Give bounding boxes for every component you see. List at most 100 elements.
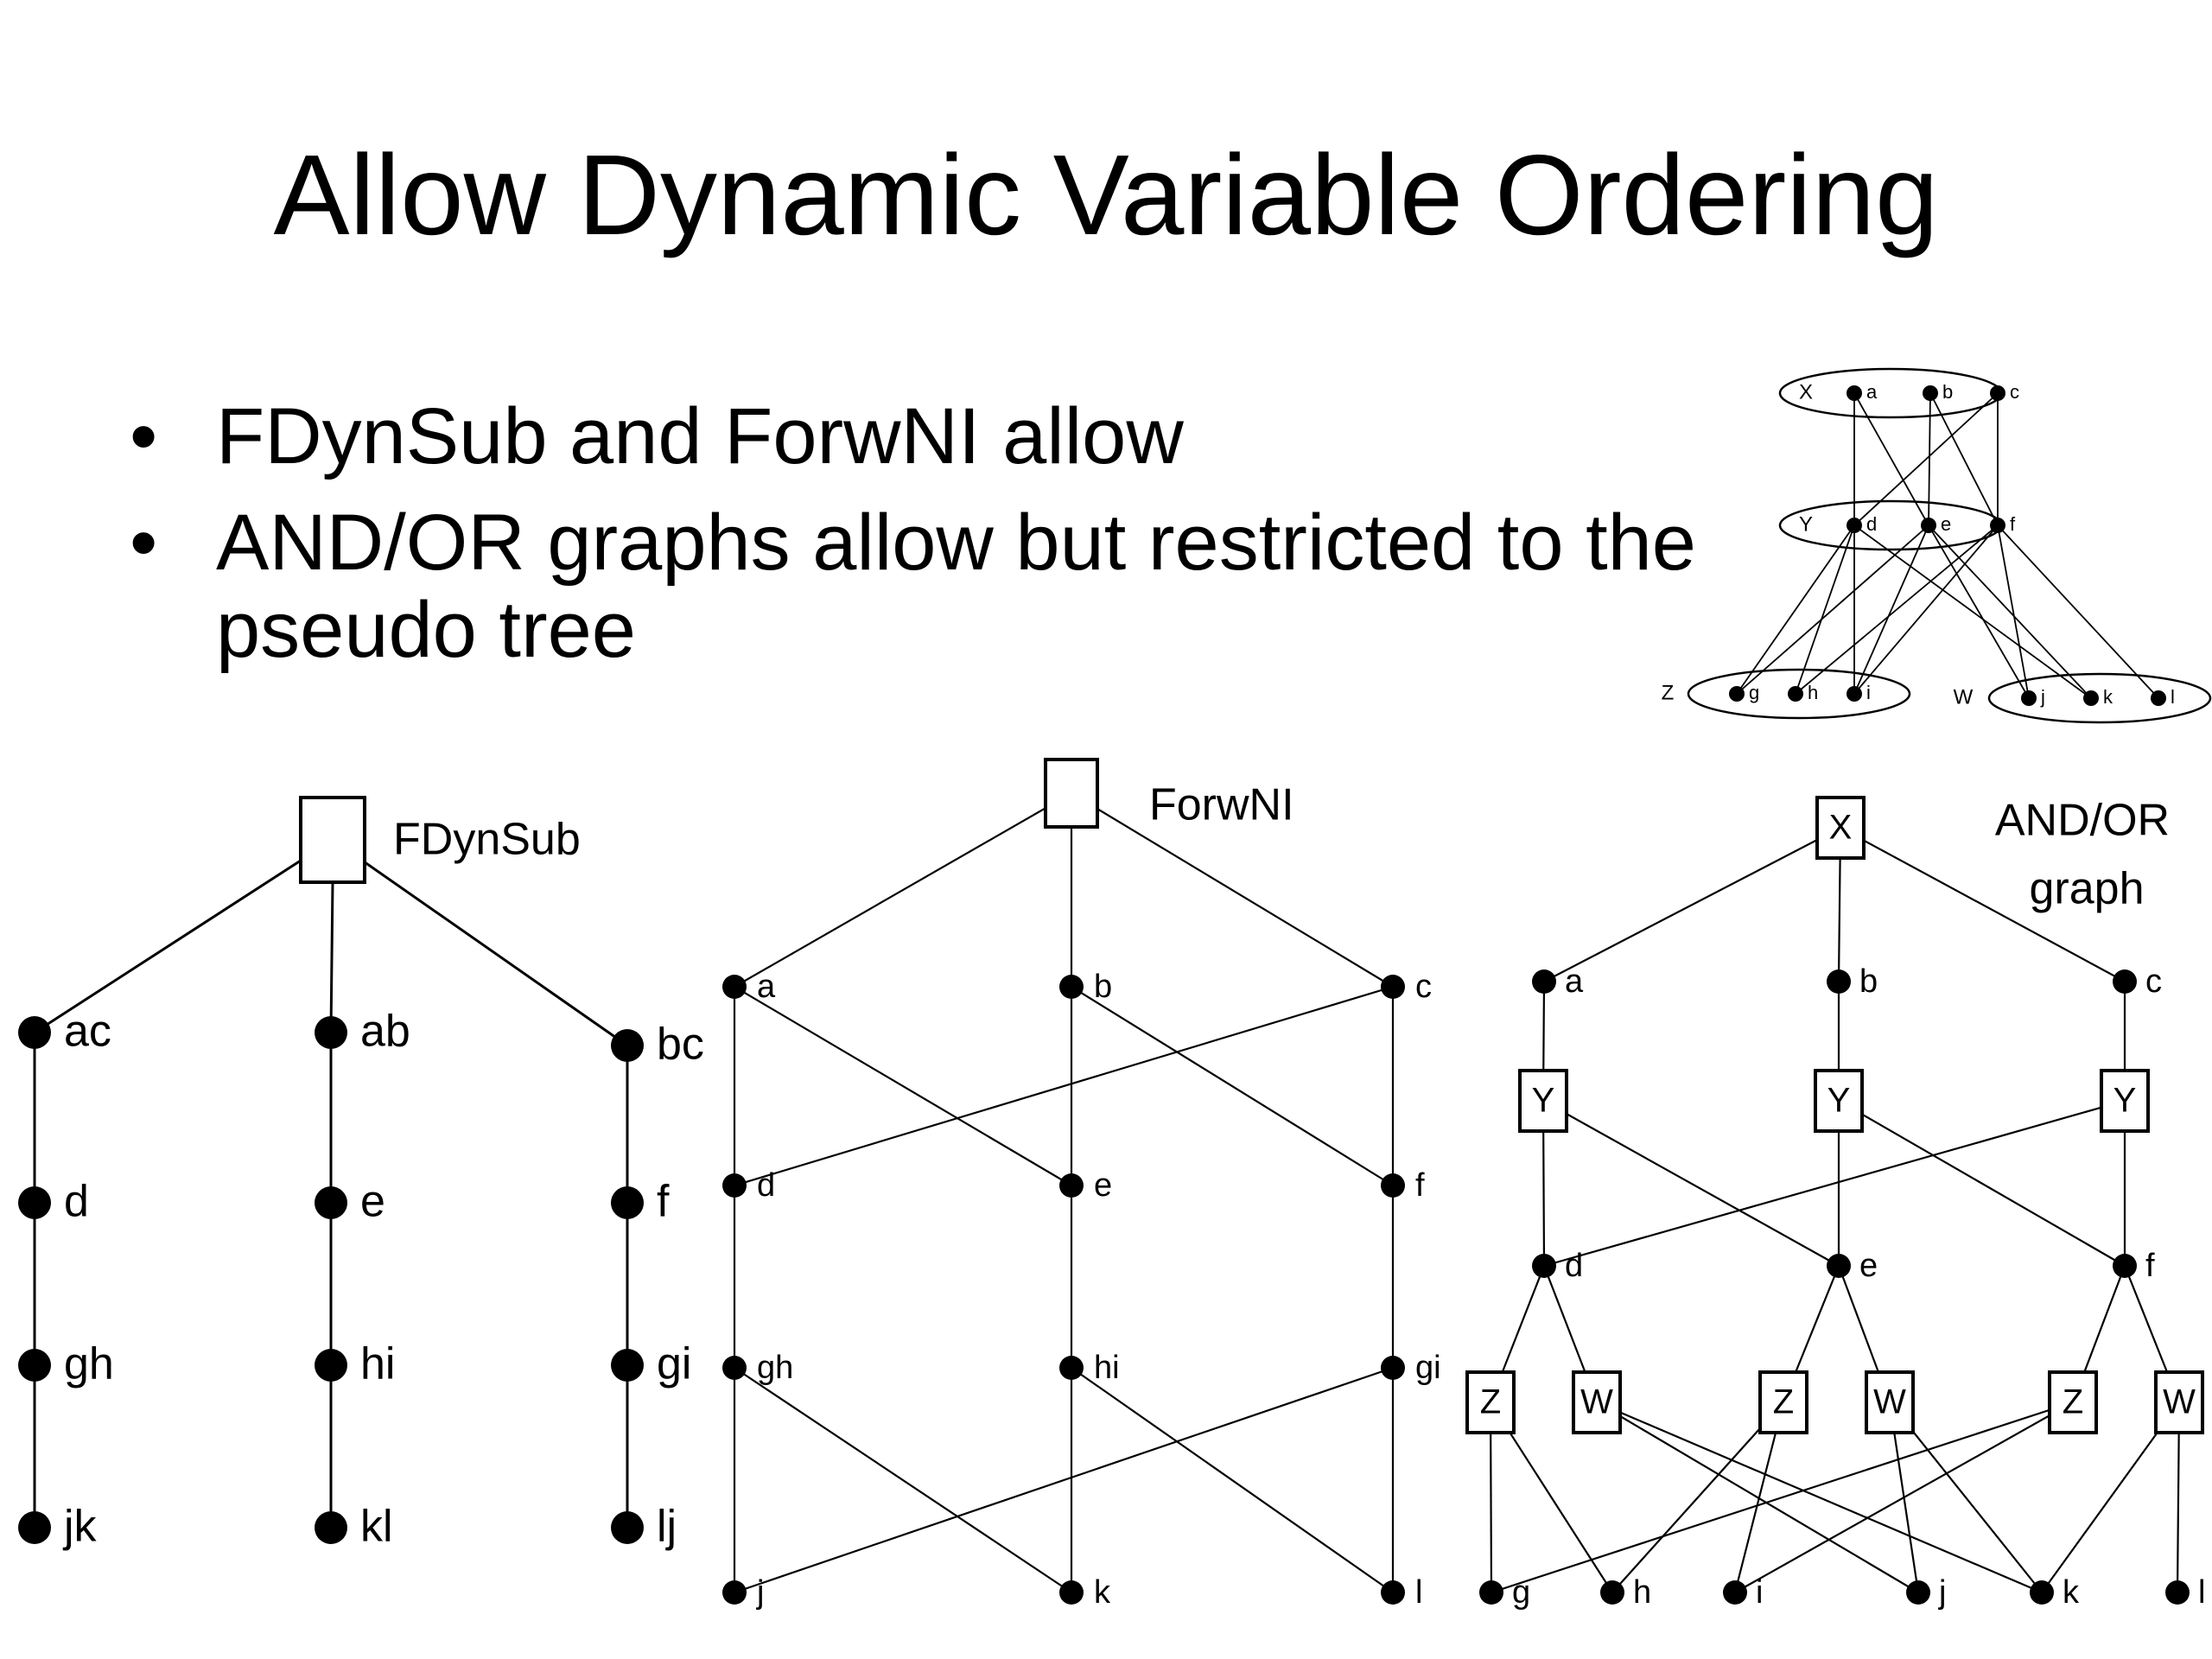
forwni-node-label: f (1415, 1167, 1425, 1204)
andor-and-node (1465, 1370, 1516, 1434)
andor-node-label: a (1565, 963, 1584, 1000)
primal-graph-edge (1929, 392, 1999, 526)
andor-node-label: i (1756, 1574, 1763, 1611)
primal-node-label: k (2103, 686, 2113, 708)
fdynsub-node-label: e (360, 1177, 385, 1227)
fdynsub-root-node (299, 796, 366, 884)
primal-graph-node (1990, 385, 2005, 401)
andor-edge (1889, 1402, 2043, 1593)
primal-graph-edge (1853, 524, 1999, 695)
andor-edge (1611, 1402, 1784, 1593)
andor-node-label: W (2163, 1383, 2196, 1421)
fdynsub-node-label: hi (360, 1339, 395, 1389)
fdynsub-node-label: ac (64, 1007, 111, 1057)
forwni-edge (734, 985, 1394, 1187)
fdynsub-node-label: gi (657, 1339, 691, 1389)
forwni-node-label: d (757, 1167, 775, 1204)
primal-node-label: f (2010, 513, 2016, 535)
primal-node-label: h (1808, 682, 1818, 703)
andor-node-label: k (2063, 1574, 2080, 1611)
andor-and-node (1865, 1370, 1915, 1434)
forwni-node (1059, 975, 1084, 999)
variable-group-label: Z (1662, 681, 1675, 704)
primal-graph-edge (1928, 524, 2030, 699)
andor-node-label: W (1873, 1383, 1906, 1421)
variable-group-ellipse (1778, 499, 2003, 551)
forwni-edge (734, 1366, 1394, 1594)
fdynsub-node-label: kl (360, 1502, 393, 1552)
variable-group-label: W (1954, 685, 1974, 709)
fdynsub-node (611, 1186, 644, 1219)
primal-graph-edge (1736, 524, 1929, 695)
fdynsub-node (315, 1349, 347, 1382)
fdynsub-node-label: lj (657, 1502, 677, 1552)
fdynsub-label: FDynSub (393, 815, 581, 865)
bullet-item: FDynSub and ForwNI allow (130, 392, 1702, 480)
andor-and-node (2154, 1370, 2204, 1434)
primal-graph-node (1923, 385, 1938, 401)
andor-or-node (1532, 969, 1556, 994)
primal-graph-node (1847, 518, 1862, 533)
forwni-node (1381, 1580, 1405, 1605)
forwni-node-label: a (757, 969, 776, 1005)
andor-or-node (1532, 1254, 1556, 1278)
forwni-edge (1071, 986, 1394, 1186)
fdynsub-node-label: d (64, 1177, 89, 1227)
primal-graph-node (1847, 385, 1862, 401)
primal-graph-edge (1997, 524, 2159, 699)
primal-graph-edge (1795, 524, 1999, 695)
andor-edge (1596, 1402, 1919, 1593)
andor-and-node (1758, 1370, 1808, 1434)
forwni-node-label: l (1415, 1574, 1422, 1611)
fdynsub-node (315, 1511, 347, 1544)
forwni-node (1059, 1173, 1084, 1198)
fdynsub-node-label: bc (657, 1020, 704, 1070)
primal-graph-edge (1853, 392, 1929, 526)
andor-node-label: Z (1480, 1383, 1501, 1421)
andor-or-node (1600, 1580, 1624, 1605)
forwni-node (722, 1356, 747, 1380)
andor-edge (1543, 827, 1841, 982)
andor-node-label: e (1859, 1248, 1878, 1284)
primal-graph-edge (1736, 524, 1855, 695)
andor-edge (1542, 1100, 1840, 1267)
andor-or-node (1827, 969, 1851, 994)
forwni-node-label: j (756, 1574, 764, 1611)
forwni-node (1381, 1356, 1405, 1380)
andor-node-label: c (2145, 963, 2162, 1000)
primal-node-label: c (2010, 381, 2019, 403)
andor-node-label: h (1633, 1574, 1651, 1611)
forwni-edge (734, 986, 1072, 1186)
andor-node-label: g (1512, 1574, 1530, 1611)
andor-or-node (2113, 1254, 2137, 1278)
andor-label-line: AND/OR (1995, 796, 2170, 846)
andor-and-node (2048, 1370, 2098, 1434)
forwni-node (722, 1173, 747, 1198)
fdynsub-node (315, 1016, 347, 1049)
forwni-node-label: k (1094, 1574, 1111, 1611)
primal-graph-edge (1795, 524, 1855, 695)
forwni-node (722, 1580, 747, 1605)
andor-node-label: l (2198, 1574, 2205, 1611)
andor-or-node (1479, 1580, 1503, 1605)
fdynsub-node-label: gh (64, 1339, 114, 1389)
andor-node-label: X (1829, 809, 1853, 847)
primal-graph-edge (1853, 524, 2092, 699)
forwni-node-label: c (1415, 969, 1432, 1005)
fdynsub-edge (34, 838, 334, 1034)
fdynsub-node (315, 1186, 347, 1219)
primal-node-label: j (2040, 686, 2045, 708)
andor-and-node (1518, 1069, 1568, 1133)
andor-node-label: f (2145, 1248, 2155, 1284)
forwni-node (1381, 975, 1405, 999)
primal-graph-node (1729, 686, 1745, 702)
andor-node-label: d (1565, 1248, 1583, 1284)
andor-or-node (1827, 1254, 1851, 1278)
primal-node-label: e (1941, 513, 1951, 535)
forwni-node (1059, 1580, 1084, 1605)
forwni-edge (734, 792, 1072, 988)
andor-or-node (2113, 969, 2137, 994)
forwni-node-label: e (1094, 1167, 1112, 1204)
fdynsub-node-label: jk (62, 1502, 98, 1552)
